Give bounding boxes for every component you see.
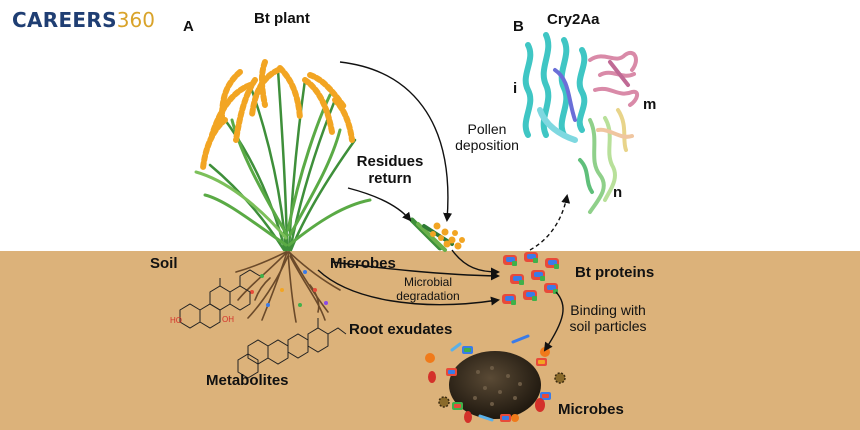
binding-label: Binding with soil particles: [552, 302, 664, 334]
bt-proteins-label: Bt proteins: [575, 264, 655, 281]
beta-sheet-domain-m: [588, 50, 639, 107]
pollen-grains: [430, 222, 465, 250]
microbial-degradation-label: Microbial degradation: [378, 275, 478, 304]
soil-microbes: [425, 334, 566, 423]
pollen-line-1: Pollen: [467, 121, 507, 137]
logo-text: CAREERS: [12, 8, 117, 32]
metabolite-structures: [179, 269, 347, 379]
root-exudate-dots: [250, 270, 328, 307]
microbe-rod: [511, 334, 530, 344]
microbe-spiky: [554, 372, 566, 384]
soil-particle-complex: [425, 334, 566, 423]
binding-line-1: Binding with: [570, 302, 646, 318]
microbe-red: [535, 398, 545, 412]
residues-line-1: Residues: [356, 153, 424, 170]
microbe-red: [464, 411, 472, 423]
root-exudates-arrow: [317, 269, 500, 306]
panel-label-a: A: [183, 18, 194, 35]
plant-leaves: [194, 93, 372, 247]
soil-layer: [0, 251, 860, 430]
microbe-orange: [540, 347, 550, 357]
microbial-line-2: degradation: [396, 288, 460, 303]
process-arrows: [317, 61, 571, 352]
residues-return-label: Residues return: [346, 153, 434, 188]
metabolites-label: Metabolites: [206, 372, 289, 389]
ho-group-label: HO: [170, 316, 182, 325]
bound-bt-proteins: [446, 346, 551, 422]
microbial-line-1: Microbial: [403, 275, 452, 289]
cry2aa-label: Cry2Aa: [547, 11, 600, 28]
residues-return-arrow: [347, 187, 412, 222]
bt-protein: [544, 283, 558, 294]
bt-protein: [503, 255, 517, 266]
microbe-rod: [450, 342, 462, 352]
bt-protein: [510, 274, 524, 285]
helix-highlight: [553, 68, 577, 122]
microbe-orange: [425, 353, 435, 363]
bt-plant-label: Bt plant: [254, 10, 310, 27]
microbes-bottom-label: Microbes: [558, 401, 624, 418]
pollen-deposition-label: Pollen deposition: [442, 121, 532, 153]
residues-line-2: return: [368, 170, 412, 188]
bt-protein: [531, 270, 545, 281]
binding-line-2: soil particles: [569, 318, 647, 335]
microbe-spiky: [438, 396, 450, 408]
logo-number: 360: [116, 8, 155, 32]
bt-protein-cluster: [502, 252, 559, 305]
bt-protein: [524, 252, 538, 263]
bt-protein: [523, 290, 537, 301]
binding-arrow: [543, 291, 564, 352]
microbes-top-label: Microbes: [330, 255, 396, 272]
careers360-logo[interactable]: CAREERS360: [12, 8, 155, 32]
bt-to-structure-dashed-arrow: [529, 194, 571, 251]
domain-n-label: n: [613, 184, 623, 201]
microbe-orange: [511, 414, 519, 422]
domain-m-label: m: [643, 96, 657, 113]
bt-protein: [502, 294, 516, 305]
panel-label-b: B: [513, 18, 524, 35]
domain-i-label: i: [513, 80, 518, 97]
particle-texture: [473, 366, 522, 406]
soil-particle: [449, 351, 541, 419]
beta-sheet-domain-n: [578, 108, 634, 214]
rice-grain-panicles: [200, 59, 355, 171]
pollen-line-2: deposition: [455, 137, 519, 154]
microbial-degradation-arrow: [331, 261, 500, 281]
alpha-helix-domain: [522, 32, 588, 143]
root-exudates-label: Root exudates: [349, 321, 453, 338]
soil-label: Soil: [150, 255, 178, 272]
cry2aa-structure: [522, 32, 639, 214]
bt-plant-illustration: [194, 59, 372, 252]
microbe-red: [428, 371, 436, 383]
bt-protein: [545, 258, 559, 269]
pollen-deposition-arrow: [339, 61, 453, 222]
oh-group-label: OH: [222, 315, 234, 324]
microbe-rod: [478, 414, 494, 422]
